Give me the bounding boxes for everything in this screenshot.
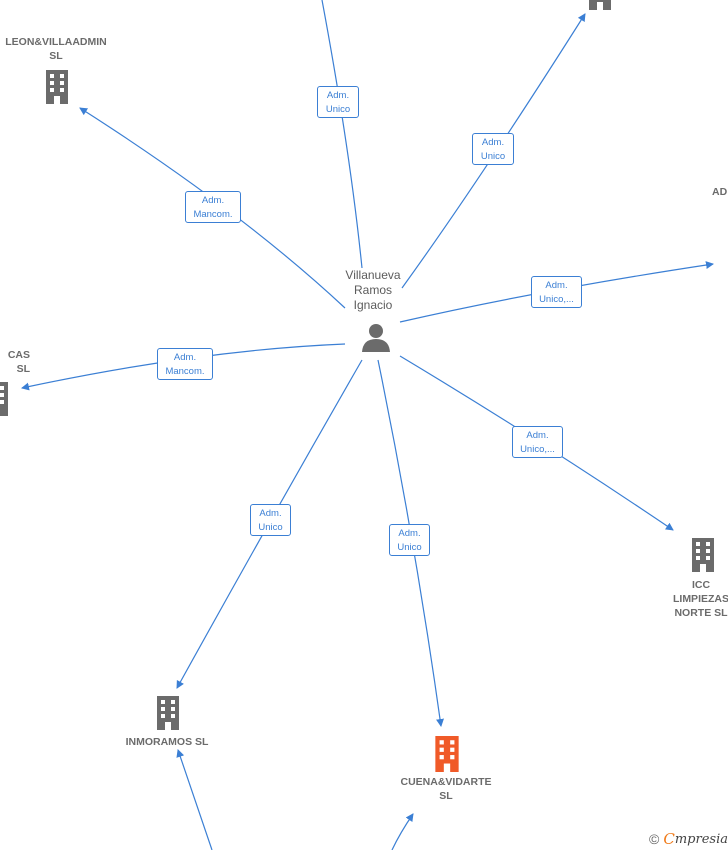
- role-line: Adm.: [481, 137, 505, 148]
- company-label-leon[interactable]: LEON&VILLAADMIN SL: [5, 36, 107, 62]
- edge-topright: [401, 13, 586, 289]
- edge-top: [321, 0, 363, 269]
- role-badge-leon[interactable]: Adm. Mancom.: [185, 191, 241, 223]
- role-badge-icc[interactable]: Adm. Unico,...: [512, 426, 563, 458]
- role-line: Unico: [480, 151, 506, 162]
- role-line: Unico,...: [520, 444, 555, 455]
- role-badge-left[interactable]: Adm. Mancom.: [157, 348, 213, 380]
- role-line: Unico: [325, 104, 351, 115]
- role-line: Mancom.: [193, 209, 233, 220]
- building-icon[interactable]: [585, 0, 615, 10]
- role-badge-topright[interactable]: Adm. Unico: [472, 133, 514, 165]
- role-line: Unico: [258, 522, 283, 533]
- role-line: Mancom.: [165, 366, 205, 377]
- role-badge-top[interactable]: Adm. Unico: [317, 86, 359, 118]
- edge-cuena-in: [391, 813, 414, 850]
- brand-logo-letter: C: [663, 830, 675, 848]
- role-line: Unico,...: [539, 294, 574, 305]
- brand-name: mpresia: [674, 831, 728, 847]
- building-icon-highlight[interactable]: [431, 736, 463, 772]
- role-line: Adm.: [326, 90, 350, 101]
- role-line: Adm.: [398, 528, 421, 539]
- role-line: Adm.: [173, 352, 197, 363]
- role-badge-inmoramos[interactable]: Adm. Unico: [250, 504, 291, 536]
- role-badge-cuena[interactable]: Adm. Unico: [389, 524, 430, 556]
- building-icon[interactable]: [153, 696, 183, 730]
- building-icon[interactable]: [0, 382, 12, 416]
- role-line: Adm.: [526, 430, 549, 441]
- person-name: Villanueva Ramos Ignacio: [345, 268, 401, 312]
- company-label-cas[interactable]: CAS SL: [7, 349, 30, 375]
- building-icon[interactable]: [42, 70, 72, 104]
- company-label-inmoramos[interactable]: INMORAMOS SL: [125, 736, 209, 748]
- company-label-icc[interactable]: ICC LIMPIEZAS NORTE SL: [672, 579, 728, 619]
- role-line: Adm.: [545, 280, 568, 291]
- role-line: Unico: [397, 542, 422, 553]
- company-label-cuena[interactable]: CUENA&VIDARTE SL: [400, 776, 492, 802]
- person-icon[interactable]: [361, 322, 391, 352]
- edge-inmoramos-in: [176, 749, 213, 850]
- company-label-ad[interactable]: AD: [712, 186, 728, 198]
- role-line: Adm.: [201, 195, 225, 206]
- copyright-icon: ©: [649, 831, 660, 847]
- building-icon[interactable]: [688, 538, 718, 572]
- role-line: Adm.: [259, 508, 282, 519]
- role-badge-right[interactable]: Adm. Unico,...: [531, 276, 582, 308]
